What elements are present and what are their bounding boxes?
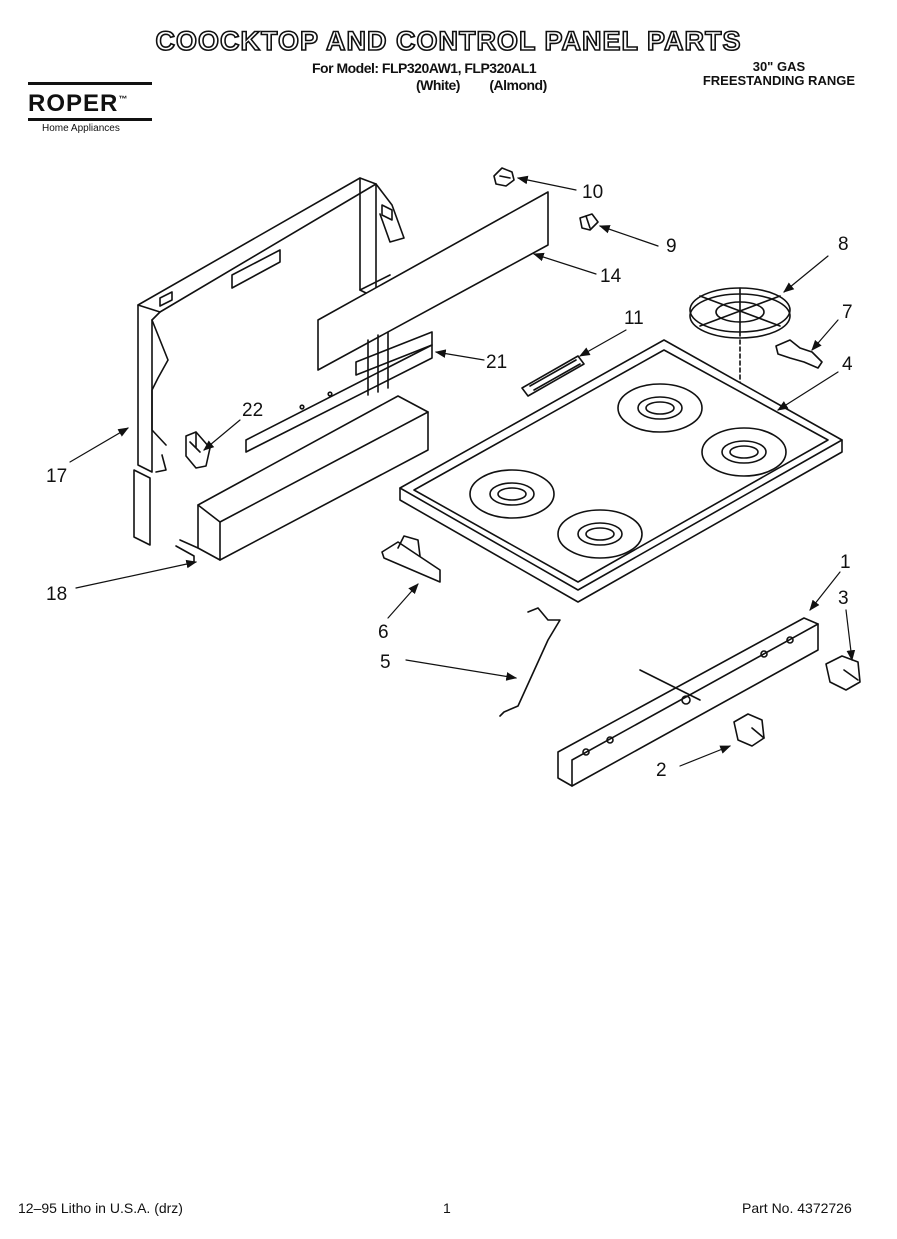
logo-tagline: Home Appliances [42, 123, 120, 134]
callout-21: 21 [486, 352, 507, 373]
callout-4: 4 [842, 354, 853, 375]
variant-almond: (Almond) [489, 77, 547, 93]
part-11-strip [521, 355, 585, 397]
part-5-rod [499, 607, 561, 717]
part-4-cooktop [399, 339, 843, 603]
logo-bar-top [28, 82, 152, 85]
part-18-channel [175, 395, 429, 563]
callout-7: 7 [842, 302, 853, 323]
callout-2: 2 [656, 760, 667, 781]
callout-5: 5 [380, 652, 391, 673]
callout-1: 1 [840, 552, 851, 573]
part-1-manifold [557, 617, 819, 787]
callout-17: 17 [46, 466, 67, 487]
part-8-grate [689, 287, 791, 441]
part-3-knob [825, 655, 861, 691]
callout-14: 14 [600, 266, 622, 287]
callout-22: 22 [242, 400, 263, 421]
part-22-clip [185, 431, 211, 469]
part-14-overlay [317, 191, 549, 371]
part-17-backguard [133, 177, 405, 546]
footer-part-number: Part No. 4372726 [742, 1200, 852, 1216]
logo-brand: ROPER™ [28, 87, 168, 116]
logo-bar-bottom [28, 118, 152, 121]
part-2-knob [733, 713, 765, 747]
model-variants: (White) (Almond) [416, 77, 573, 93]
callout-18: 18 [46, 584, 67, 605]
roper-logo: ROPER™ Home Appliances [28, 80, 168, 134]
footer-litho: 12–95 Litho in U.S.A. (drz) [18, 1200, 183, 1216]
callout-11: 11 [624, 308, 644, 329]
range-type-line-1: 30" GAS [752, 59, 806, 74]
page-title: COOCKTOP AND CONTROL PANEL PARTS [155, 25, 742, 57]
footer-page-number: 1 [443, 1200, 451, 1216]
part-9-screw [579, 213, 599, 231]
callout-6: 6 [378, 622, 389, 643]
logo-brand-text: ROPER [28, 90, 119, 117]
range-type: 30" GAS FREESTANDING RANGE [703, 60, 855, 88]
part-21-bracket [245, 331, 433, 453]
part-6-hinge [381, 535, 441, 583]
callout-8: 8 [838, 234, 849, 255]
model-line: For Model: FLP320AW1, FLP320AL1 [312, 60, 537, 76]
callout-3: 3 [838, 588, 849, 609]
callout-9: 9 [666, 236, 677, 257]
logo-trademark: ™ [118, 94, 129, 104]
callout-10: 10 [582, 182, 603, 203]
part-10-screw [493, 167, 515, 187]
callout-leaders [69, 175, 856, 767]
variant-white: (White) [416, 77, 460, 93]
part-7-bracket [775, 339, 823, 369]
range-type-line-2: FREESTANDING RANGE [702, 73, 855, 88]
